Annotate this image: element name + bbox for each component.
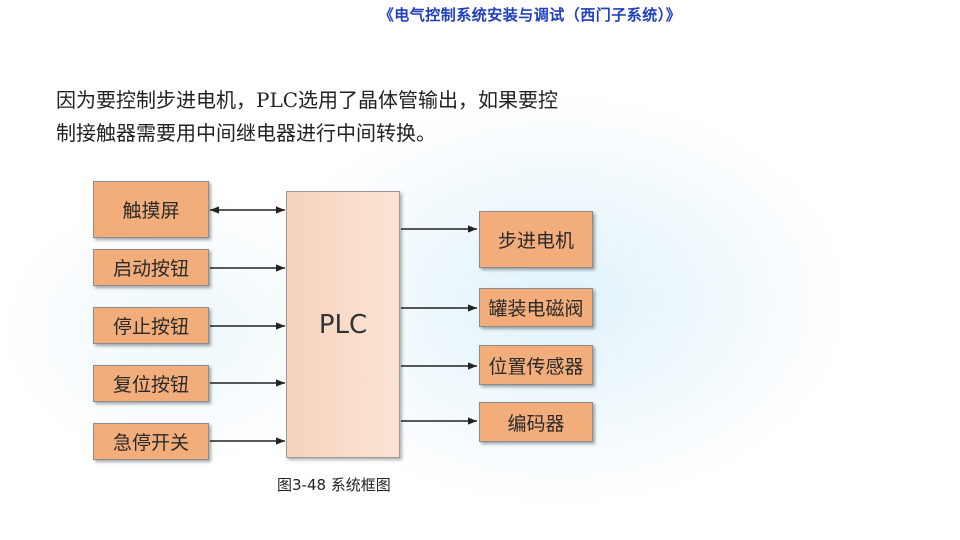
output-box-stepper-motor: 步进电机 bbox=[479, 211, 593, 268]
body-paragraph: 因为要控制步进电机，PLC选用了晶体管输出，如果要控 制接触器需要用中间继电器进… bbox=[56, 84, 656, 150]
output-box-encoder: 编码器 bbox=[479, 402, 593, 442]
output-box-position-sensor: 位置传感器 bbox=[479, 345, 593, 385]
input-box-reset-button: 复位按钮 bbox=[93, 365, 209, 402]
input-box-emergency-stop: 急停开关 bbox=[93, 423, 209, 460]
figure-caption: 图3-48 系统框图 bbox=[277, 476, 391, 494]
plc-block: PLC bbox=[286, 191, 400, 458]
page-header: 《电气控制系统安装与调试（西门子系统）》 bbox=[378, 6, 682, 24]
body-line-1: 因为要控制步进电机，PLC选用了晶体管输出，如果要控 bbox=[56, 88, 559, 112]
input-box-touchscreen: 触摸屏 bbox=[93, 181, 209, 238]
input-box-stop-button: 停止按钮 bbox=[93, 307, 209, 344]
output-box-solenoid-valve: 罐装电磁阀 bbox=[479, 288, 593, 327]
body-line-2: 制接触器需要用中间继电器进行中间转换。 bbox=[56, 121, 436, 145]
input-box-start-button: 启动按钮 bbox=[93, 249, 209, 286]
